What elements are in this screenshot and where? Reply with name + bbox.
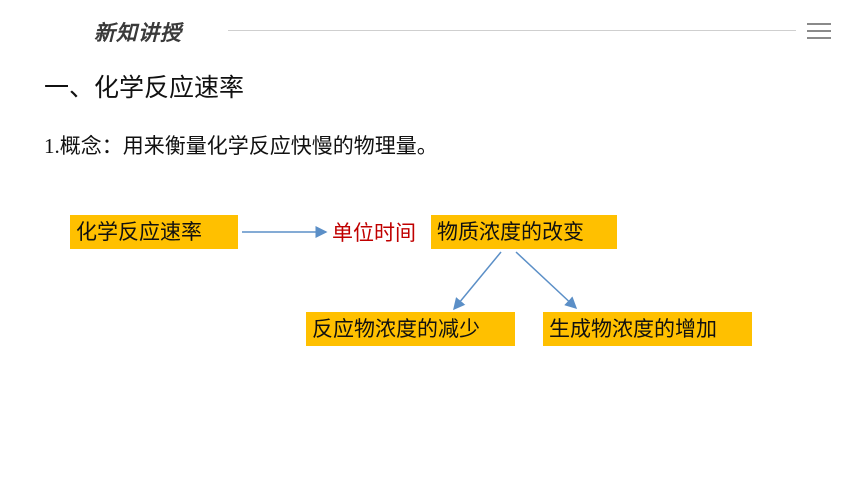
concept-definition: 1.概念：用来衡量化学反应快慢的物理量。 — [44, 130, 438, 160]
arrow-to-decrease — [453, 251, 502, 311]
header-divider — [228, 30, 796, 31]
section-heading: 一、化学反应速率 — [44, 73, 245, 102]
concept-number: 1. — [44, 134, 60, 158]
arrow-to-increase — [515, 251, 578, 310]
header-title: 新知讲授 — [94, 21, 182, 45]
menu-icon[interactable] — [807, 23, 831, 39]
rate-box: 化学反应速率 — [70, 215, 238, 249]
concentration-change-box: 物质浓度的改变 — [431, 215, 617, 249]
concept-text: 概念：用来衡量化学反应快慢的物理量。 — [59, 134, 438, 158]
unit-time-label: 单位时间 — [332, 221, 416, 245]
product-increase-box: 生成物浓度的增加 — [543, 312, 752, 346]
reactant-decrease-box: 反应物浓度的减少 — [306, 312, 515, 346]
